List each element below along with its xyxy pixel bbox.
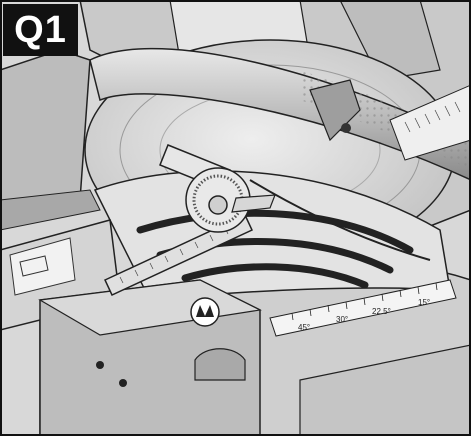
guard-bracket [309, 79, 361, 142]
left-arm-edge [0, 189, 101, 231]
base-cutout [194, 348, 246, 381]
bevel-scale [389, 84, 471, 161]
safety-icon-hand [196, 305, 214, 317]
scale-label-45: 45° [298, 323, 310, 332]
miter-scale-ticks [291, 282, 438, 321]
turntable-slot-1 [136, 209, 414, 254]
miter-scale [269, 279, 457, 337]
ruler-ticks [119, 227, 229, 284]
warning-pictogram [19, 255, 49, 277]
scale-label-15: 15° [418, 298, 430, 307]
figure-label: Q1 [3, 4, 78, 56]
turntable-slot-3 [181, 263, 369, 289]
protractor-knob [208, 195, 228, 215]
scale-label-30: 30° [336, 315, 348, 324]
saw-handle [89, 47, 471, 181]
warning-label [9, 237, 76, 296]
base-hole-2 [119, 379, 127, 387]
ruler-blade [104, 214, 253, 296]
motor-side [339, 0, 441, 81]
scale-label-22-5: 22.5° [372, 307, 391, 316]
safety-icon [190, 297, 220, 327]
blade-edge [249, 179, 431, 261]
bracket-bolt [341, 123, 351, 133]
bevel-scale-ticks [404, 101, 461, 133]
protractor-pointer [231, 194, 276, 213]
base-block-top [38, 279, 262, 336]
base-right [299, 344, 471, 436]
base-hole-1 [96, 361, 104, 369]
